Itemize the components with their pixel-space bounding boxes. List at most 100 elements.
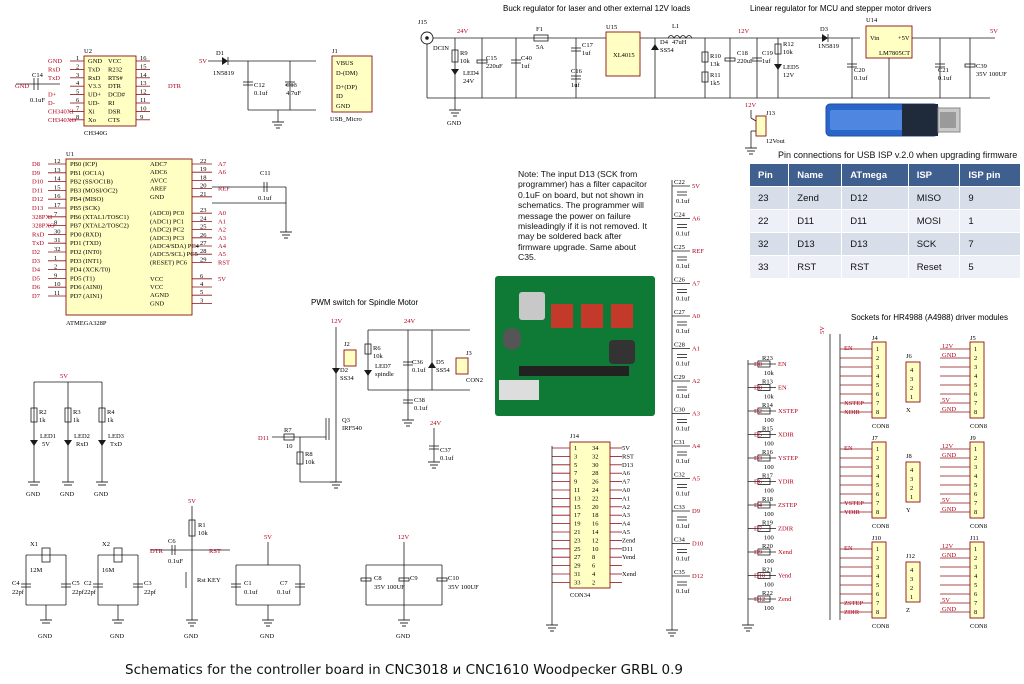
pin-table-cell: D12 — [841, 186, 909, 210]
driver-pin-num: 4 — [876, 473, 880, 480]
pulldown-net: Yend — [778, 573, 792, 580]
driver-5v-net: 5V — [942, 397, 950, 404]
driver-right-con8: CON8 — [970, 523, 987, 530]
pulldown-net: EN — [778, 361, 787, 368]
crystal-cap-ref: C4 — [12, 580, 20, 587]
j14-pin-num-left: 15 — [574, 504, 581, 511]
u1-pin-num-left: 17 — [54, 202, 61, 209]
u1-net-left: 328PXO — [32, 223, 55, 230]
pulldown-ref: R17 — [762, 473, 774, 480]
u2-pin-num-left: 8 — [76, 114, 79, 121]
u1-pin-num-right: 26 — [200, 232, 207, 239]
driver-right-pin-num: 7 — [974, 600, 978, 607]
j14-value: CON34 — [570, 592, 591, 599]
u1-pin-num-right: 22 — [200, 158, 207, 165]
c18-value: 220uF — [737, 58, 754, 65]
u1-net-right: A5 — [218, 251, 226, 258]
driver-left-con8: CON8 — [872, 523, 889, 530]
pin-table-cell: MISO — [907, 186, 961, 210]
led-resistor-ref: R3 — [73, 409, 81, 416]
pin-table-cell: MOSI — [907, 209, 961, 233]
u1-pin-right: (ADC1) PC1 — [150, 218, 184, 225]
j14-net-right: A0 — [622, 487, 630, 494]
r1-ref: R1 — [198, 522, 206, 529]
led-resistor-value: 1k — [73, 417, 80, 424]
driver-gnd2-net: GND — [942, 606, 956, 613]
u2-pin-left: Xo — [88, 117, 96, 124]
driver-pin-num: 6 — [876, 491, 880, 498]
led5-value: 12V — [783, 72, 795, 79]
c9-ref: C9 — [410, 575, 418, 582]
driver-mid-pin-num: 3 — [910, 576, 913, 583]
driver-mid-connector — [905, 461, 921, 503]
u2-pin-right: DTR — [108, 83, 122, 90]
j14-pin-num-right: 18 — [592, 512, 599, 519]
driver-right-connector — [969, 441, 985, 519]
pulldown-left-net: D9 — [754, 549, 762, 556]
c16-ref: C16 — [571, 68, 583, 75]
c15-value: 220uF — [486, 63, 503, 70]
driver-right-pin-num: 3 — [974, 564, 977, 571]
pwm-net-d11: D11 — [258, 435, 269, 442]
pulldown-ref: R19 — [762, 520, 773, 527]
led5-ref: LED5 — [783, 64, 799, 71]
u1-pin-num-right: 6 — [200, 273, 204, 280]
c40-value: 1uf — [521, 63, 531, 70]
led-diode — [30, 440, 38, 446]
driver-sockets: 5V J412345678ENXSTEPXDIRCON8J64321XJ5123… — [819, 326, 987, 630]
pulldown-resistor — [757, 501, 771, 509]
j14-body — [569, 441, 611, 589]
crystal-ref: X1 — [30, 541, 38, 548]
decoup-5v: 5V — [264, 534, 272, 541]
driver-right-connector-ref: J11 — [970, 535, 979, 542]
j1-name: USB_Micro — [330, 116, 362, 123]
j2-body — [343, 349, 357, 367]
c8-value: 35V 100UF — [374, 584, 405, 591]
c15-ref: C15 — [486, 55, 497, 62]
u1-pin-left: PD0 (RXD) — [70, 231, 101, 238]
d4-ref: D4 — [660, 39, 669, 46]
u2-net-left: TxD — [48, 75, 60, 82]
filter-cap-ref: C35 — [674, 569, 685, 576]
d1-value: 1N5819 — [213, 70, 234, 77]
u1-name: ATMEGA328P — [66, 320, 107, 327]
driver-mid-pin-num: 4 — [910, 467, 914, 474]
u1-net-right: REF — [218, 186, 230, 193]
driver-right-pin-num: 8 — [974, 609, 977, 616]
pulldown-resistor — [757, 384, 771, 391]
u14-value: LM7805CT — [879, 50, 910, 57]
j14-pin-num-right: 12 — [592, 537, 599, 544]
c11-capacitor: C11 0.1uf — [212, 170, 292, 239]
u2-net-left: D- — [48, 100, 55, 107]
driver-en-net: EN — [844, 345, 853, 352]
j1-pin-label: VBUS — [336, 60, 354, 67]
c6-net-dtr: DTR — [150, 548, 164, 555]
u1-pin-num-right: 27 — [200, 240, 207, 247]
pwm-12v: 12V — [331, 318, 343, 325]
j14-pin-num-right: 4 — [592, 571, 596, 578]
reset-5v: 5V — [188, 498, 196, 505]
driver-gnd2-net: GND — [942, 506, 956, 513]
u2-pin-right: DSR — [108, 108, 121, 115]
j14-pin-num-left: 21 — [574, 529, 581, 536]
driver-5v-net: 5V — [942, 497, 950, 504]
f1-value: 5A — [536, 44, 544, 51]
c11-value: 0.1uf — [258, 195, 272, 202]
pulldown-ref: R23 — [762, 355, 773, 362]
u2-pin-num-left: 6 — [76, 97, 80, 104]
c6-ref: C6 — [168, 538, 176, 545]
j14-net-right: D13 — [622, 462, 633, 469]
pin-table-cell: Reset — [907, 255, 961, 279]
u1-pin-left: PB1 (OC1A) — [70, 170, 104, 177]
pin-table-title: Pin connections for USB ISP v.2.0 when u… — [778, 150, 1018, 160]
filter-cap-ref: C31 — [674, 439, 685, 446]
u1-net-left: RxD — [32, 231, 45, 238]
driver-mid-pin-num: 3 — [910, 376, 913, 383]
driver-pin-num: 7 — [876, 500, 880, 507]
crystal-ref: X2 — [102, 541, 110, 548]
u1-pin-num-right: 25 — [200, 224, 207, 231]
